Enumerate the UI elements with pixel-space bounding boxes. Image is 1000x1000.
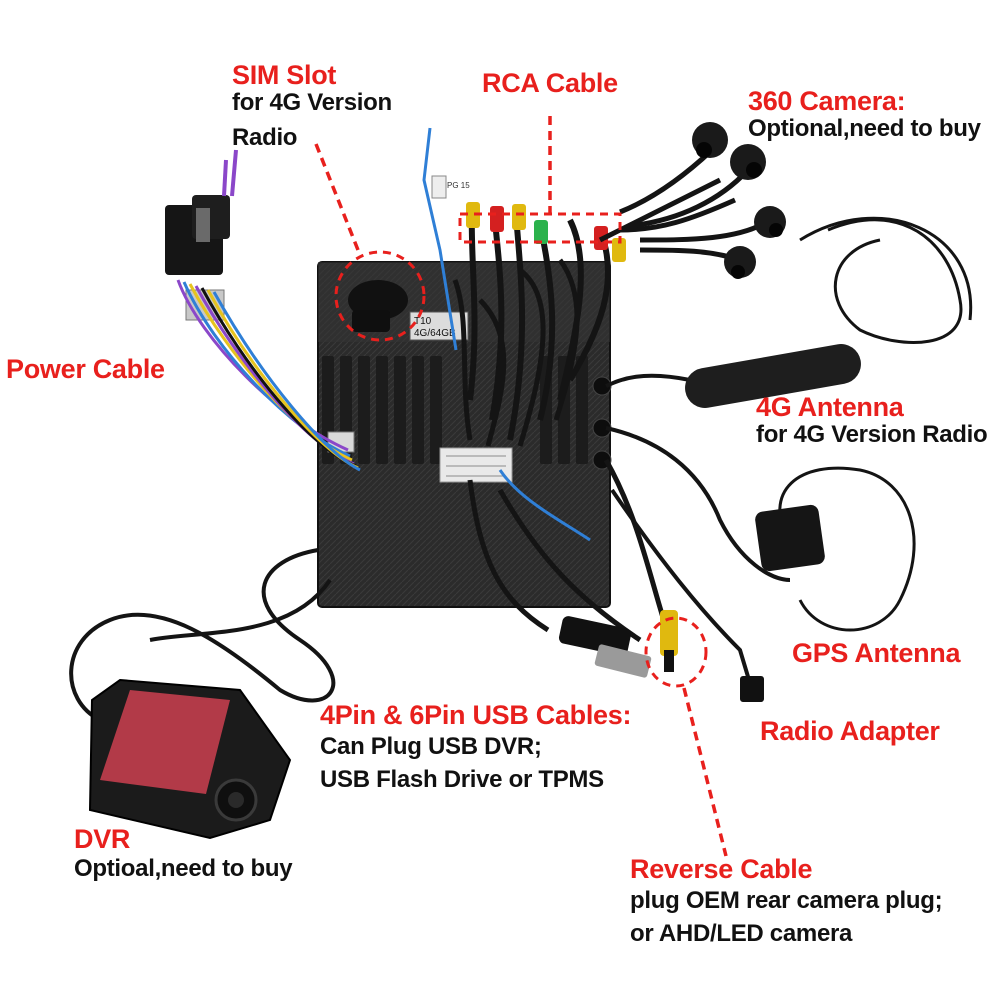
reverse-leader [682,687,728,857]
radio-adapter-label: Radio Adapter [760,716,940,746]
radio-head-unit: T10 4G/64GB [317,261,612,608]
dvr-label: DVR Optioal,need to buy [74,824,293,883]
power-harness [165,149,361,472]
reverse-cable-label: Reverse Cable plug OEM rear camera plug;… [630,854,943,948]
rca-callout [458,212,622,244]
reverse-cable-desc-1: plug OEM rear camera plug; [630,887,943,915]
usb-cables-desc-2: USB Flash Drive or TPMS [320,766,604,794]
unit-sticker-bottom: 4G/64GB [414,328,456,339]
360-camera-label: 360 Camera: Optional,need to buy [748,86,981,143]
gps-antenna-label: GPS Antenna [792,638,961,668]
usb-cables-title: 4Pin & 6Pin USB Cables: [320,700,632,730]
rca-cable-bundle [466,202,626,441]
gps-antenna-title: GPS Antenna [792,638,961,668]
rca-cable-title: RCA Cable [482,68,618,98]
unit-sticker-top: T10 [414,316,432,327]
4g-antenna-label: 4G Antenna for 4G Version Radio [756,392,988,449]
gps-antenna-icon [755,504,825,572]
4g-antenna-desc: for 4G Version Radio [756,421,988,449]
rca-connector-icon [466,202,626,262]
sim-slot-desc-2: Radio [232,124,298,152]
usb-cables-desc-1: Can Plug USB DVR; [320,733,542,761]
sim-slot-leader [314,143,360,251]
dvr-title: DVR [74,824,131,854]
unit-tag: PG 15 [447,181,470,190]
sim-slot-desc-1: for 4G Version [232,89,392,117]
usb-cables-label: 4Pin & 6Pin USB Cables: Can Plug USB DVR… [320,700,631,794]
sim-slot-title: SIM Slot [232,60,337,90]
power-cable-label: Power Cable [6,354,165,384]
reverse-cable-desc-2: or AHD/LED camera [630,920,853,948]
4g-antenna-icon [685,344,861,408]
reverse-callout [644,616,708,688]
reverse-cable-title: Reverse Cable [630,854,813,884]
power-cable-title: Power Cable [6,354,165,384]
360-camera-icon [619,122,786,279]
rca-cable-label: RCA Cable [482,68,618,98]
sim-slot-callout [334,250,426,342]
radio-adapter-title: Radio Adapter [760,716,940,746]
360-camera-title: 360 Camera: [748,86,906,116]
dvr-desc: Optioal,need to buy [74,855,293,883]
dvr-camera-icon [88,678,292,840]
360-camera-desc: Optional,need to buy [748,115,981,143]
sim-slot-label: SIM Slot for 4G Version Radio [232,60,392,152]
4g-antenna-title: 4G Antenna [756,392,904,422]
